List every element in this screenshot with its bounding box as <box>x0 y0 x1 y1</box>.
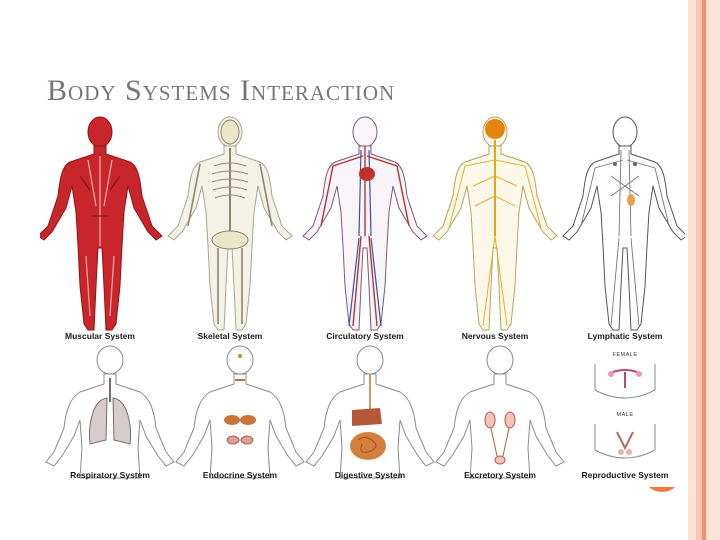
caption-lymphatic: Lymphatic System <box>588 331 663 341</box>
digestive-torso <box>305 345 435 479</box>
circulatory-figure <box>302 116 428 331</box>
label-male: MALE <box>617 412 634 418</box>
glands-torso <box>175 345 305 479</box>
border-strip-mid <box>696 0 702 540</box>
caption-endocrine: Endocrine System <box>203 470 278 480</box>
border-strip-outer <box>706 0 720 540</box>
caption-muscular: Muscular System <box>65 331 135 341</box>
caption-nervous: Nervous System <box>462 331 529 341</box>
caption-excretory: Excretory System <box>464 470 536 480</box>
caption-respiratory: Respiratory System <box>70 470 150 480</box>
slide-title: Body Systems Interaction <box>47 74 396 107</box>
body-systems-diagram: Muscular System Skeletal System Circulat… <box>40 112 685 487</box>
nervous-figure <box>432 116 558 331</box>
reproductive-panels: FEMALE MALE <box>594 352 656 459</box>
caption-circulatory: Circulatory System <box>326 331 404 341</box>
caption-reproductive: Reproductive System <box>582 470 669 480</box>
lungs-torso <box>45 345 175 479</box>
lymphatic-figure <box>562 116 685 331</box>
label-female: FEMALE <box>612 352 637 358</box>
kidneys-torso <box>435 345 565 479</box>
muscular-figure <box>40 116 163 331</box>
caption-skeletal: Skeletal System <box>198 331 263 341</box>
skeletal-figure <box>167 116 293 331</box>
caption-digestive: Digestive System <box>335 470 406 480</box>
border-strip-accent <box>702 0 706 540</box>
border-strip-light <box>688 0 696 540</box>
